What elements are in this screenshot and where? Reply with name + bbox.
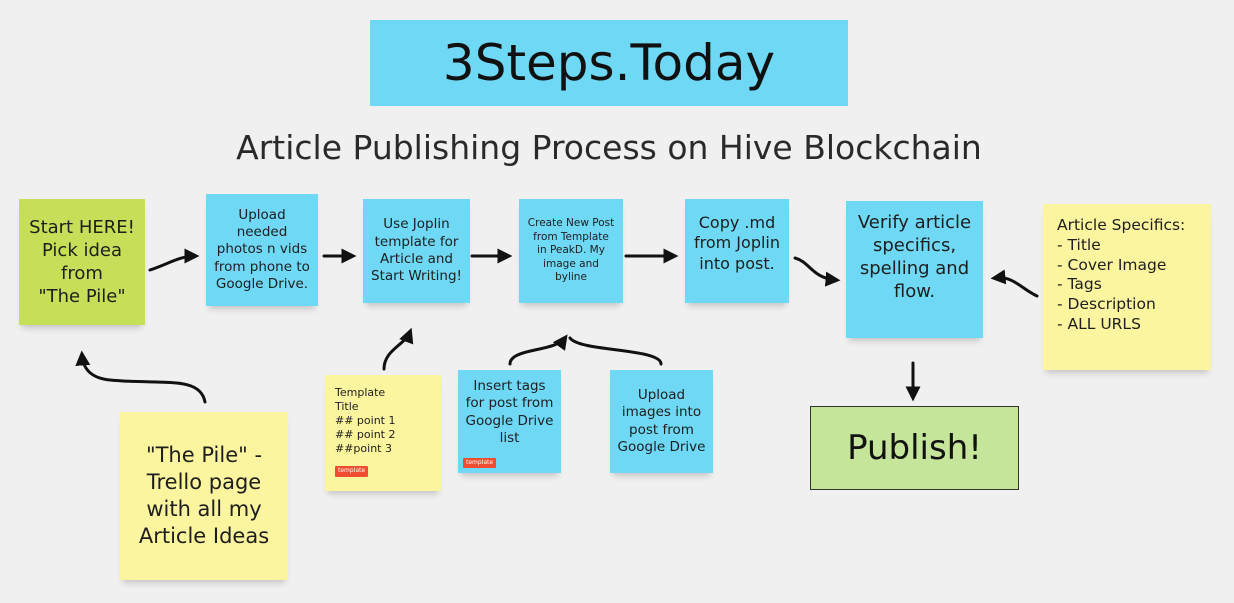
note-template: Template Title ## point 1 ## point 2 ##p… [325, 375, 441, 491]
note-upload: Upload needed photos n vids from phone t… [206, 194, 318, 306]
note-copy-text: Copy .md from Joplin into post. [693, 213, 780, 273]
diagram-title: 3Steps.Today [370, 20, 848, 106]
note-peakd: Create New Post from Template in PeakD. … [519, 199, 623, 303]
note-images: Upload images into post from Google Driv… [610, 370, 713, 473]
note-upload-text: Upload needed photos n vids from phone t… [214, 206, 310, 292]
note-peakd-text: Create New Post from Template in PeakD. … [527, 217, 615, 284]
note-verify: Verify article specifics, spelling and f… [846, 201, 983, 338]
arrow-pile-to-start [75, 350, 207, 404]
arrow-template-to-joplin [382, 327, 414, 371]
note-pile-text: "The Pile" - Trello page with all my Art… [138, 443, 270, 548]
note-tags-text: Insert tags for post from Google Drive l… [465, 378, 554, 446]
note-joplin: Use Joplin template for Article and Star… [363, 199, 470, 303]
template-tag: template [335, 466, 369, 477]
note-specifics: Article Specifics: - Title - Cover Image… [1043, 204, 1211, 370]
note-verify-text: Verify article specifics, spelling and f… [857, 212, 972, 303]
note-joplin-text: Use Joplin template for Article and Star… [371, 216, 462, 285]
note-template-text: Template Title ## point 1 ## point 2 ##p… [335, 386, 396, 456]
note-pile: "The Pile" - Trello page with all my Art… [120, 412, 288, 580]
arrow-tags-to-peakd [508, 334, 568, 366]
note-tags: Insert tags for post from Google Drive l… [458, 370, 561, 473]
note-start-text: Start HERE! Pick idea from "The Pile" [29, 216, 135, 308]
arrow-start-to-upload [148, 248, 200, 272]
tags-template-tag: template [463, 458, 497, 469]
publish-box: Publish! [810, 406, 1019, 490]
note-start: Start HERE! Pick idea from "The Pile" [19, 199, 145, 325]
arrow-copy-to-verify [793, 256, 841, 287]
arrow-specifics-to-verify [990, 269, 1039, 298]
note-copy: Copy .md from Joplin into post. [685, 199, 789, 303]
arrow-images-to-peakd [568, 336, 663, 366]
diagram-subtitle: Article Publishing Process on Hive Block… [236, 128, 982, 167]
note-images-text: Upload images into post from Google Driv… [617, 386, 706, 455]
note-specifics-text: Article Specifics: - Title - Cover Image… [1057, 216, 1186, 334]
